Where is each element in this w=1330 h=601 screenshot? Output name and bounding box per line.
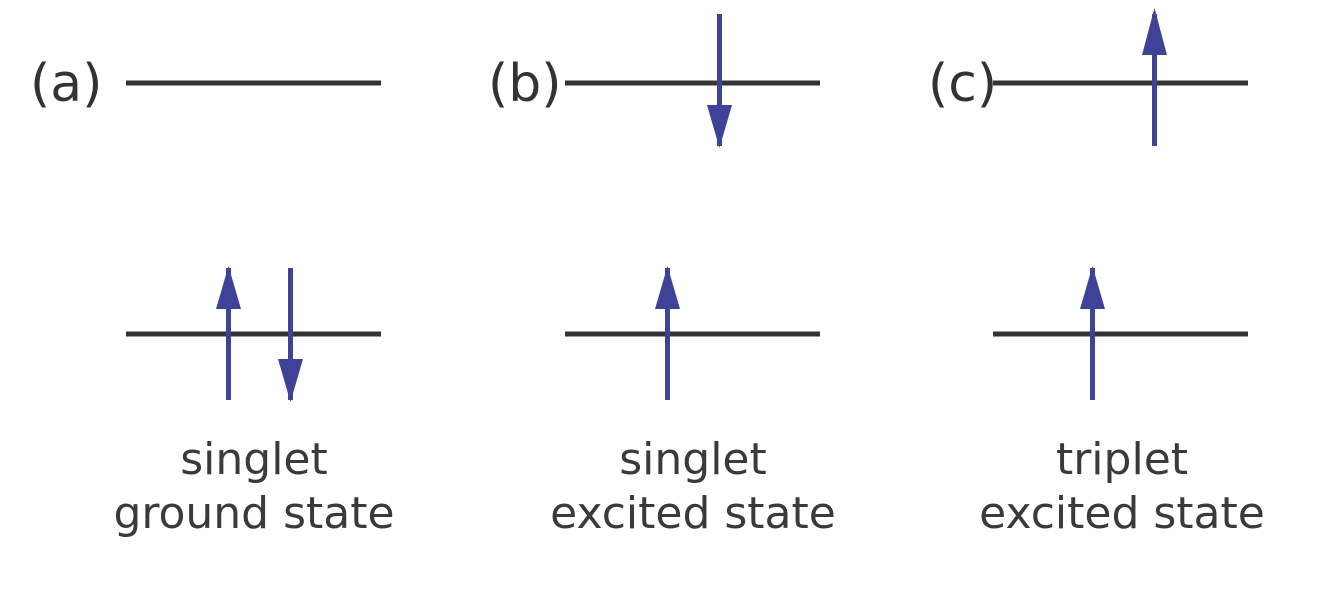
panel-a-lower-electron-down xyxy=(278,268,303,402)
panel-a-upper-level-line xyxy=(126,80,381,86)
panel-c-lower-level-line xyxy=(993,331,1248,337)
panel-c-label: (c) xyxy=(928,54,997,114)
panel-c-upper-electron-up xyxy=(1142,8,1167,146)
panel-a-label: (a) xyxy=(30,54,102,114)
panel-b-lower-electron-up xyxy=(655,266,680,400)
panel-a-lower-level-line xyxy=(126,331,381,337)
panel-c: (c) triplet excited state xyxy=(928,8,1265,539)
panel-c-caption-line2: excited state xyxy=(979,488,1265,539)
panel-b-caption-line1: singlet xyxy=(619,434,767,485)
panel-a-caption-line2: ground state xyxy=(113,488,394,539)
panel-a: (a) singlet ground state xyxy=(30,54,395,539)
panel-c-caption-line1: triplet xyxy=(1056,434,1188,485)
panel-c-lower-electron-up xyxy=(1080,266,1105,400)
panel-b: (b) singlet excited state xyxy=(488,14,836,539)
panel-b-caption-line2: excited state xyxy=(550,488,836,539)
panel-a-caption-line1: singlet xyxy=(180,434,328,485)
panel-c-upper-level-line xyxy=(993,80,1248,86)
panel-b-lower-level-line xyxy=(565,331,820,337)
panel-b-upper-level-line xyxy=(565,80,820,86)
panel-b-upper-electron-down xyxy=(707,14,732,148)
panel-a-lower-electron-up xyxy=(216,266,241,400)
panel-b-label: (b) xyxy=(488,54,562,114)
